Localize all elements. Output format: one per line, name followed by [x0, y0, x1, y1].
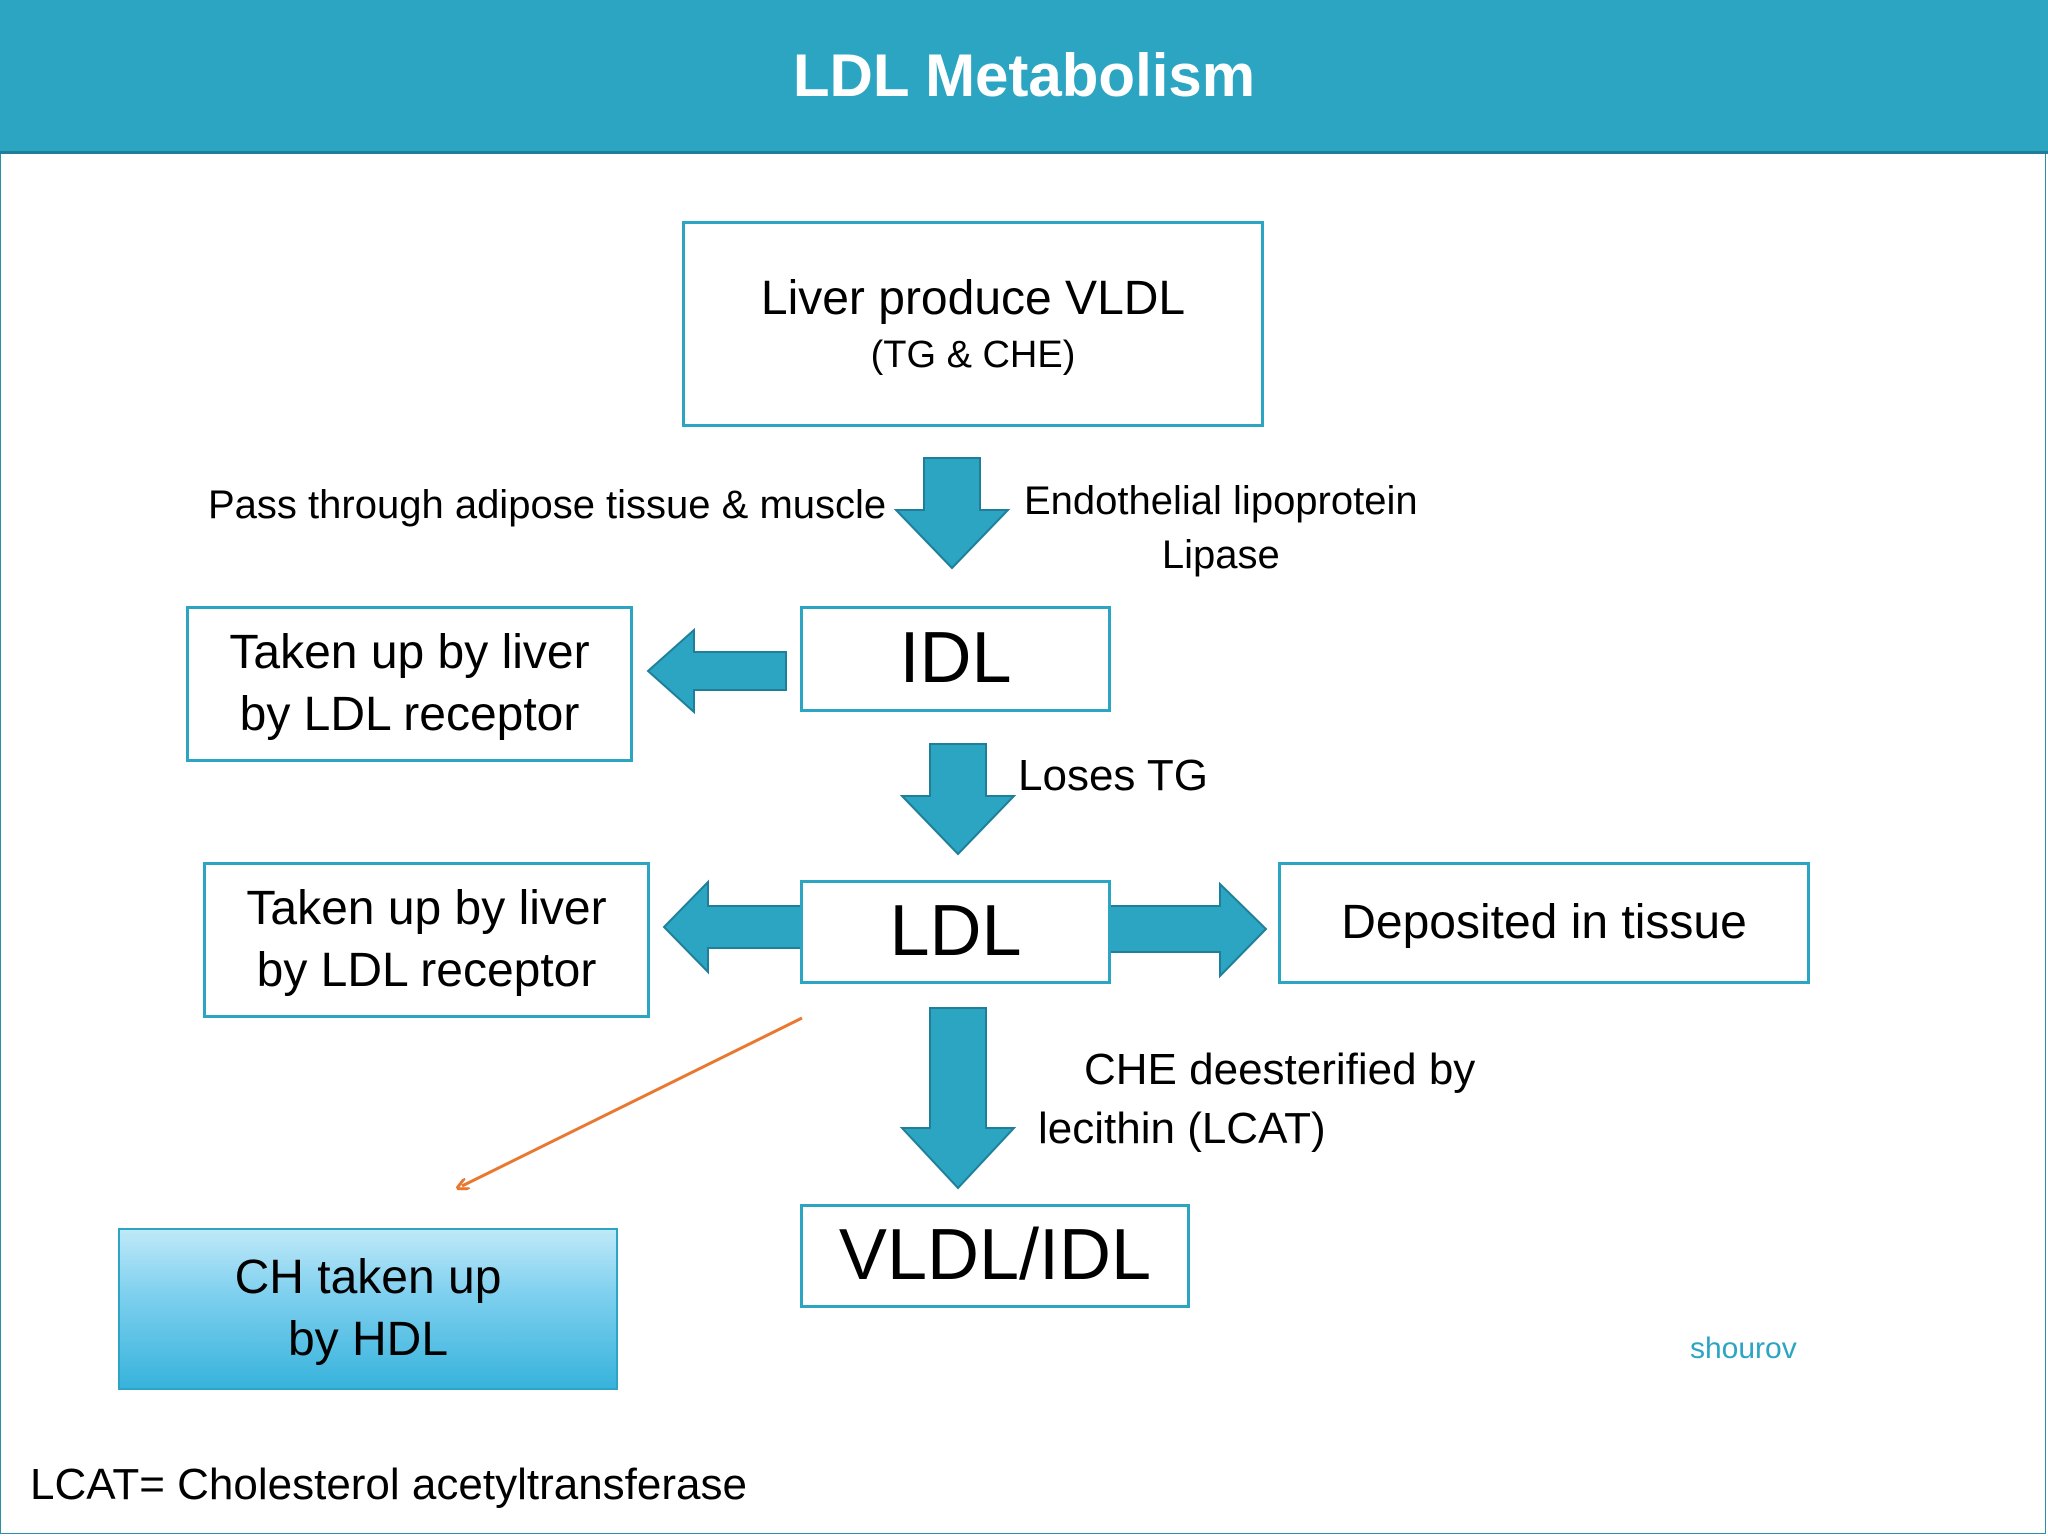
- box-taken-up-by-liver-idl: Taken up by liver by LDL receptor: [186, 606, 633, 762]
- label-endothelial-lipase: Endothelial lipoprotein Lipase: [1024, 474, 1418, 582]
- box-liver-vldl-title: Liver produce VLDL: [760, 272, 1186, 326]
- page-title: LDL Metabolism: [792, 42, 1256, 109]
- box-liver-ldl-line2: by LDL receptor: [256, 944, 597, 997]
- down-arrow-vldl-to-idl: [893, 457, 1011, 570]
- title-bar: LDL Metabolism: [0, 0, 2048, 154]
- down-arrow-idl-to-ldl: [899, 743, 1017, 856]
- box-liver-idl-line1: Taken up by liver: [229, 625, 590, 679]
- label-che-line2: lecithin (LCAT): [1038, 1104, 1326, 1154]
- label-lipase-line1: Endothelial lipoprotein: [1024, 479, 1418, 523]
- box-ldl: LDL: [800, 880, 1111, 984]
- label-lipase-line2: Lipase: [1161, 533, 1280, 577]
- box-taken-up-by-liver-ldl: Taken up by liver by LDL receptor: [203, 862, 650, 1018]
- box-liver-vldl-subtitle: (TG & CHE): [870, 333, 1076, 376]
- right-arrow-ldl-to-tissue: [1109, 881, 1268, 979]
- box-idl-label: IDL: [899, 618, 1012, 699]
- orange-pointer-arrow: [462, 1016, 803, 1186]
- down-arrow-ldl-to-vldl-idl: [899, 1007, 1017, 1190]
- box-idl: IDL: [800, 606, 1111, 712]
- label-che-deesterified: CHE deesterified by lecithin (LCAT): [1038, 1040, 1475, 1159]
- box-liver-ldl-line1: Taken up by liver: [246, 881, 607, 935]
- box-ch-taken-up-by-hdl: CH taken up by HDL: [118, 1228, 618, 1390]
- box-deposited-label: Deposited in tissue: [1341, 895, 1747, 949]
- left-arrow-idl-to-liver: [646, 627, 787, 715]
- box-vldl-idl-label: VLDL/IDL: [838, 1215, 1152, 1296]
- watermark-text: shourov: [1690, 1332, 1797, 1365]
- box-deposited-in-tissue: Deposited in tissue: [1278, 862, 1810, 984]
- box-liver-idl-line2: by LDL receptor: [239, 688, 580, 741]
- footnote-lcat-definition: LCAT= Cholesterol acetyltransferase: [30, 1460, 747, 1509]
- label-loses-tg: Loses TG: [1018, 751, 1208, 800]
- label-pass-through: Pass through adipose tissue & muscle: [208, 483, 887, 527]
- box-hdl-line2: by HDL: [287, 1313, 449, 1366]
- left-arrow-ldl-to-liver: [662, 879, 803, 975]
- box-hdl-line1: CH taken up: [234, 1250, 502, 1304]
- box-vldl-idl: VLDL/IDL: [800, 1204, 1190, 1308]
- label-che-line1: CHE deesterified by: [1084, 1045, 1476, 1094]
- box-liver-produce-vldl: Liver produce VLDL (TG & CHE): [682, 221, 1264, 427]
- box-ldl-label: LDL: [889, 891, 1022, 972]
